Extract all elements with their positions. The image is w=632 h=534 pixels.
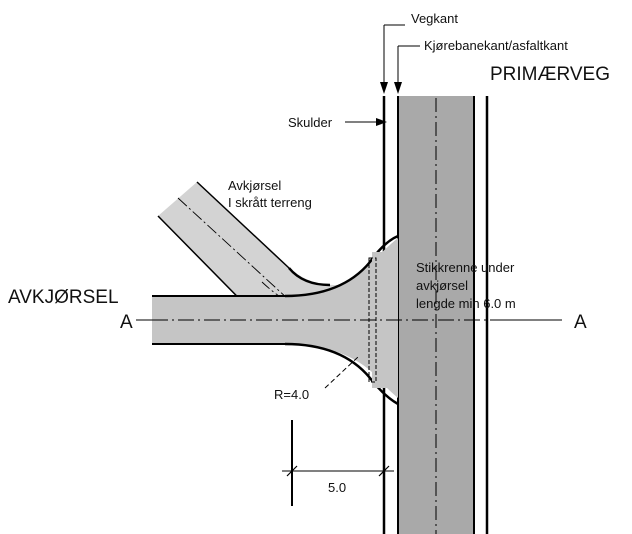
dimension-slash-right: [378, 465, 390, 477]
label-avkjorsel-skratt-1: Avkjørsel: [228, 178, 281, 193]
label-vegkant: Vegkant: [411, 11, 458, 26]
dimension-slash-left: [286, 465, 298, 477]
label-stikkrenne-2: avkjørsel: [416, 278, 468, 293]
flare-curb-bottom: [284, 342, 399, 406]
label-avkjorsel: AVKJØRSEL: [8, 287, 119, 308]
flare-curb-top: [284, 234, 399, 298]
label-section-a-left: A: [120, 312, 133, 333]
access-road-surface: [152, 238, 398, 398]
label-stikkrenne-3: lengde min 6.0 m: [416, 296, 516, 311]
label-avkjorsel-skratt-2: I skrått terreng: [228, 195, 312, 210]
slanted-access-centerline: [177, 197, 301, 311]
label-section-a-right: A: [574, 312, 587, 333]
label-primaerveg: PRIMÆRVEG: [490, 64, 610, 85]
vegkant-arrow-icon: [380, 82, 388, 94]
label-radius: R=4.0: [274, 387, 309, 402]
skulder-arrow-icon: [376, 118, 387, 126]
slanted-access-edge-top: [196, 181, 290, 269]
label-kjorebanekant: Kjørebanekant/asfaltkant: [424, 38, 568, 53]
kjorebane-arrow-icon: [394, 82, 402, 94]
slanted-access-curb-top: [288, 267, 331, 287]
label-skulder: Skulder: [288, 115, 333, 130]
label-dimension: 5.0: [328, 480, 346, 495]
label-stikkrenne-1: Stikkrenne under: [416, 260, 515, 275]
